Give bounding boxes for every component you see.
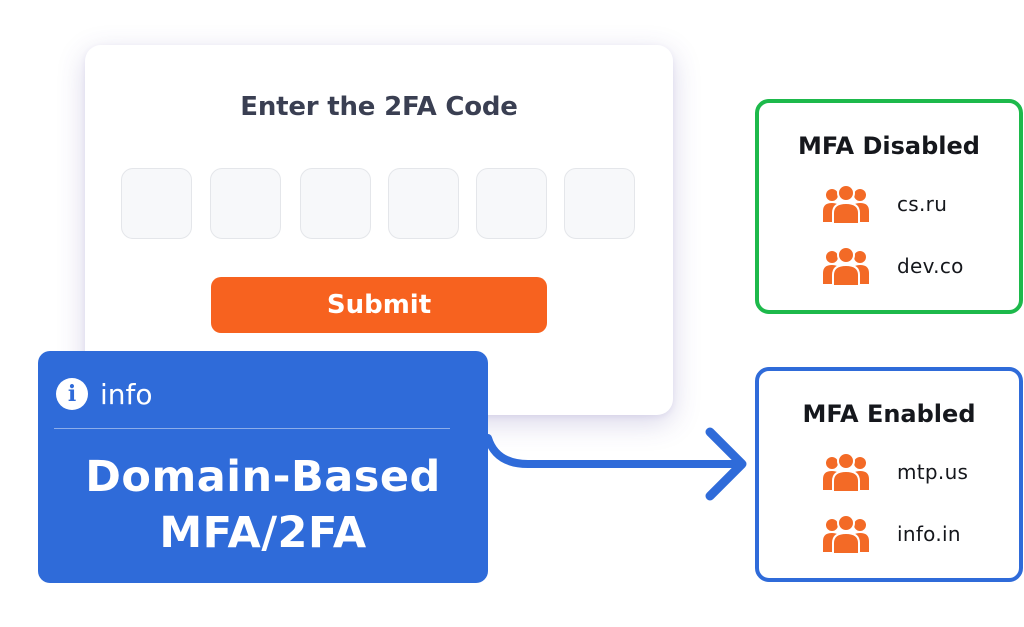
otp-digit-5[interactable] (476, 168, 547, 239)
headline-line-2: MFA/2FA (159, 508, 367, 558)
otp-digit-3[interactable] (300, 168, 371, 239)
domain-name: mtp.us (897, 460, 969, 484)
users-icon (823, 514, 869, 554)
submit-button[interactable]: Submit (211, 277, 547, 333)
code-card-title: Enter the 2FA Code (240, 92, 518, 122)
domain-name: cs.ru (897, 192, 948, 216)
users-icon (823, 246, 869, 286)
otp-digit-2[interactable] (210, 168, 281, 239)
headline-line-1: Domain-Based (85, 452, 441, 502)
domain-row-cs-ru: cs.ru (823, 184, 947, 224)
domain-row-mtp-us: mtp.us (823, 452, 968, 492)
domain-row-info-in: info.in (823, 514, 961, 554)
otp-digit-4[interactable] (388, 168, 459, 239)
mfa-enabled-title: MFA Enabled (802, 400, 976, 428)
otp-digit-6[interactable] (564, 168, 635, 239)
info-icon: i (56, 378, 88, 410)
info-label: info (100, 377, 153, 411)
domain-name: dev.co (897, 254, 964, 278)
info-panel: i info Domain-Based MFA/2FA (38, 351, 488, 583)
users-icon (823, 452, 869, 492)
mfa-enabled-card: MFA Enabled mtp.us info.in (755, 367, 1023, 582)
domain-name: info.in (897, 522, 961, 546)
otp-digit-1[interactable] (121, 168, 192, 239)
mfa-disabled-title: MFA Disabled (798, 132, 980, 160)
info-divider (54, 428, 450, 429)
info-header: i info (56, 377, 153, 411)
users-icon (823, 184, 869, 224)
domain-row-dev-co: dev.co (823, 246, 964, 286)
mfa-disabled-card: MFA Disabled cs.ru dev.co (755, 99, 1023, 314)
info-headline: Domain-Based MFA/2FA (38, 449, 488, 561)
arrow-right-icon (484, 427, 747, 501)
